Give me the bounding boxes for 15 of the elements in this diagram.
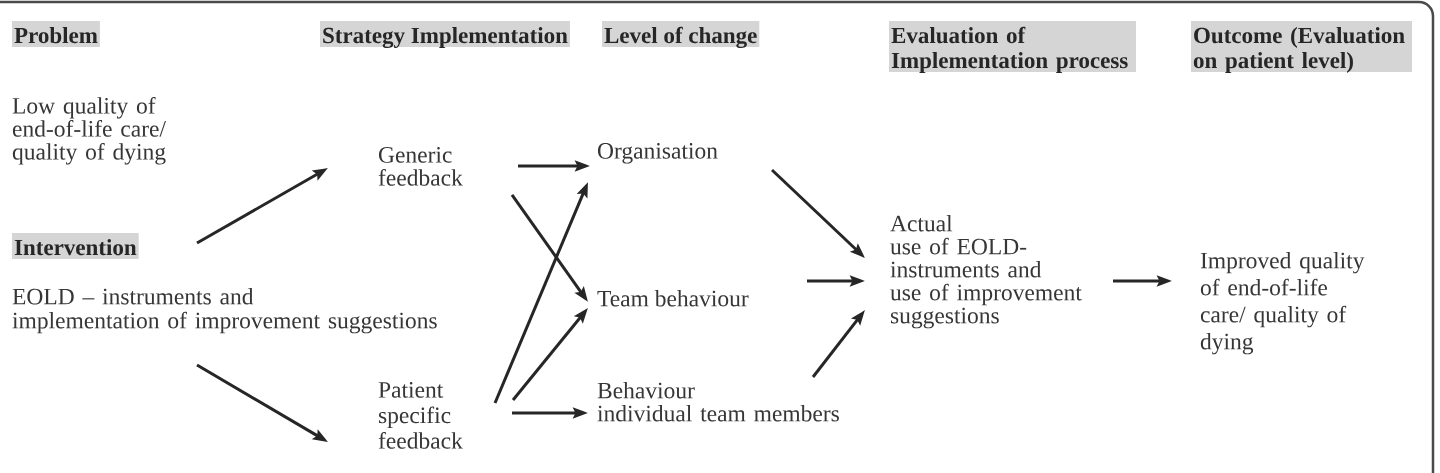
text-label: Team behaviour: [597, 290, 749, 307]
heading: Strategy Implementation: [320, 21, 570, 49]
text-label: Generic feedback: [378, 147, 463, 186]
heading: Level of change: [602, 21, 760, 49]
text-label: Low quality of end-of-life care/ quality of dying: [12, 97, 166, 165]
text-label: Patient specific feedback: [378, 382, 463, 449]
heading: Outcome (Evaluation on patient level): [1191, 21, 1412, 73]
heading: Evaluation of Implementation process: [889, 21, 1136, 73]
text-label: Actual use of EOLD-instruments and use of improvement suggestions: [890, 215, 1082, 329]
text-label: Improved quality of end-of-life care/ quality of dying: [1200, 252, 1365, 355]
heading: Intervention: [12, 233, 139, 259]
text-label: EOLD – instruments and implementation of improvement suggestions: [12, 288, 437, 334]
heading: Problem: [12, 21, 100, 47]
text-label: Behaviour individual team members: [597, 382, 839, 422]
text-label: Organisation: [597, 143, 718, 164]
